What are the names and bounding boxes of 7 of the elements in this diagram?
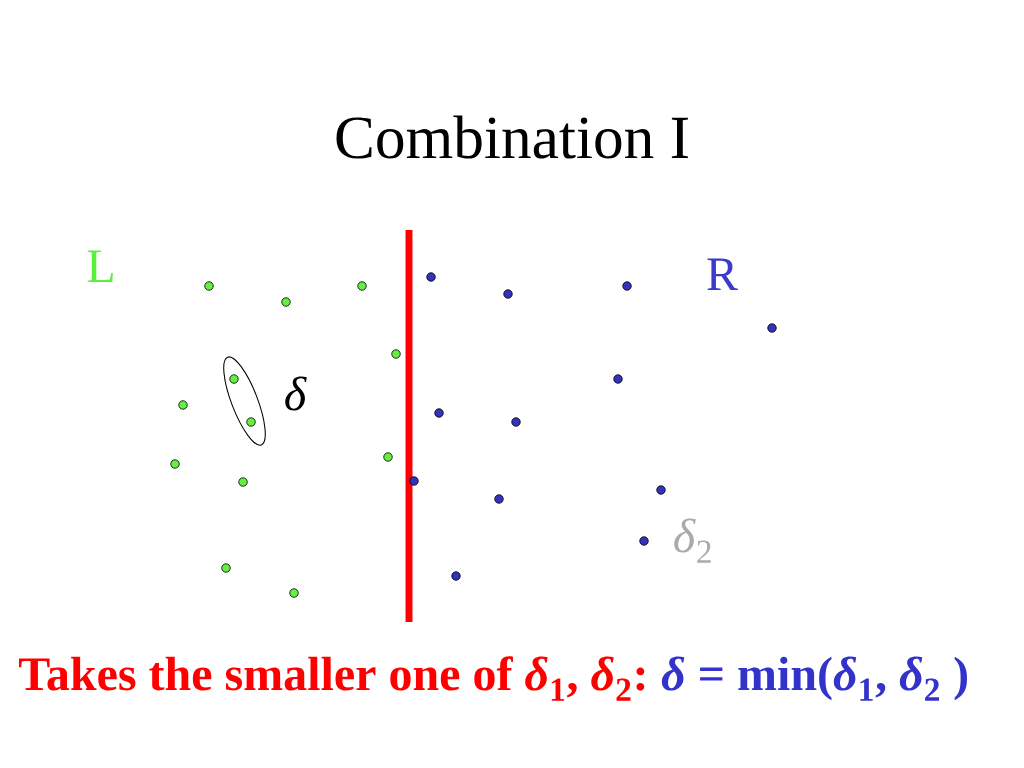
formula: δ = min(δ$_{1}$, δ$_{2}$ ) [661,656,967,701]
math-symbol: δ [285,376,307,411]
statement: Takes the smaller one of δ$_{1}$, δ$_{2}$: [19,656,645,701]
title: Combination I [336,115,688,159]
side-label: R [707,258,738,290]
math-symbol: δ$_{2}$ [674,518,711,563]
side-label: L [87,250,113,282]
